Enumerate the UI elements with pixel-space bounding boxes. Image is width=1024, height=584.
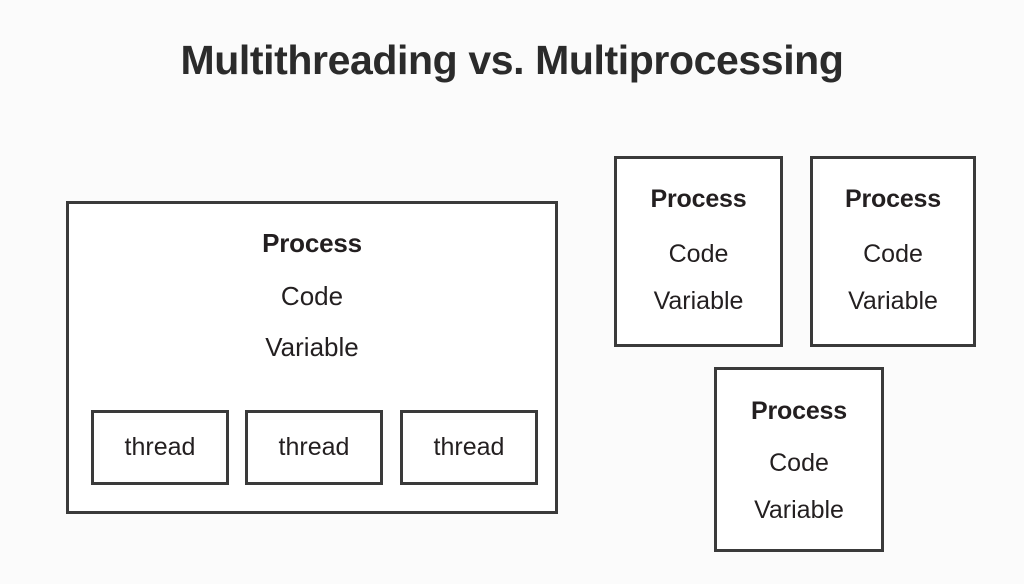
multithreading-process-box: Process Code Variable thread thread thre…	[66, 201, 558, 514]
process-code-label: Code	[668, 240, 729, 268]
process-heading: Process	[262, 228, 362, 258]
process-heading: Process	[650, 185, 747, 213]
thread-box: thread	[400, 410, 538, 485]
thread-label: thread	[278, 433, 350, 461]
process-code-label: Code	[280, 281, 344, 311]
process-heading: Process	[845, 185, 941, 213]
page-title: Multithreading vs. Multiprocessing	[180, 37, 844, 83]
thread-box: thread	[245, 410, 383, 485]
thread-box: thread	[91, 410, 229, 485]
multiprocessing-process-box: Process Code Variable	[714, 367, 884, 552]
process-variable-label: Variable	[653, 287, 744, 315]
multiprocessing-process-box: Process Code Variable	[614, 156, 783, 347]
process-variable-label: Variable	[754, 496, 844, 524]
multiprocessing-process-box: Process Code Variable	[810, 156, 976, 347]
process-heading: Process	[751, 397, 847, 425]
process-variable-label: Variable	[265, 332, 359, 362]
process-variable-label: Variable	[848, 287, 938, 315]
thread-label: thread	[433, 433, 505, 461]
process-code-label: Code	[769, 449, 829, 477]
process-code-label: Code	[863, 240, 923, 268]
thread-label: thread	[124, 433, 196, 461]
